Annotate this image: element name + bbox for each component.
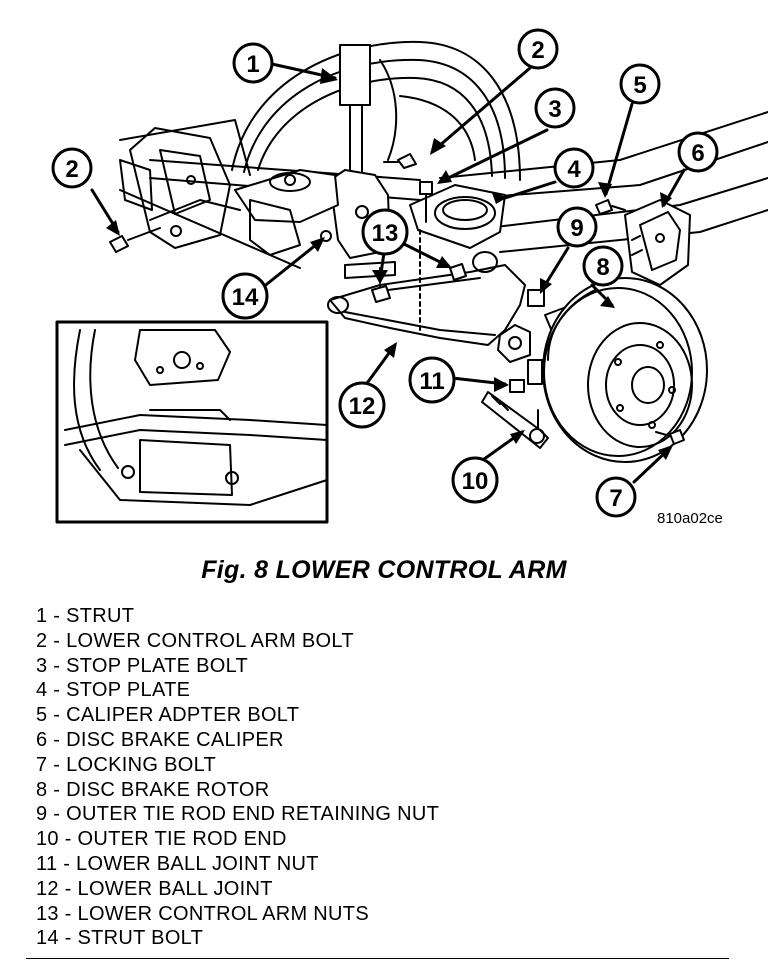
svg-text:2: 2 [531,37,544,64]
wheelhouse-arch [231,40,521,181]
legend-item: 6 - DISC BRAKE CALIPER [36,728,284,751]
svg-text:7: 7 [609,485,622,512]
brake-rotor [542,277,708,463]
svg-text:6: 6 [691,140,704,167]
callout-1: 1 [232,42,274,84]
legend-item: 2 - LOWER CONTROL ARM BOLT [36,629,354,652]
stop-plate [409,184,506,249]
legend-item: 13 - LOWER CONTROL ARM NUTS [36,902,369,925]
legend-item: 11 - LOWER BALL JOINT NUT [36,852,319,875]
svg-text:1: 1 [246,51,259,78]
legend-item: 14 - STRUT BOLT [36,927,204,950]
callout-3: 3 [534,87,576,129]
callout-8: 8 [582,245,624,287]
svg-text:13: 13 [372,220,399,247]
callout-2-left: 2 [51,147,93,189]
svg-text:3: 3 [548,96,561,123]
legend-item: 8 - DISC BRAKE ROTOR [36,778,270,801]
legend-item: 7 - LOCKING BOLT [36,753,217,776]
svg-text:8: 8 [596,254,609,281]
bottom-rule [26,958,729,959]
inset-detail [55,320,329,524]
callout-7: 7 [595,476,637,518]
legend-item: 1 - STRUT [36,605,135,627]
arrow-heads [106,68,673,460]
callout-13: 13 [361,208,409,256]
svg-text:9: 9 [570,215,583,242]
svg-text:10: 10 [462,468,489,495]
parts-legend: 1 - STRUT 2 - LOWER CONTROL ARM BOLT 3 -… [36,604,439,951]
legend-item: 3 - STOP PLATE BOLT [36,654,249,677]
figure-caption: Fig. 8 LOWER CONTROL ARM [201,556,567,584]
bolts [109,153,685,445]
strut-upper-mount [234,169,339,256]
legend-item: 10 - OUTER TIE ROD END [36,828,287,851]
callout-12: 12 [338,381,386,429]
suspension-illustration: 1 2 3 4 5 6 2 9 8 13 14 11 [51,28,768,527]
tie-rod-end [481,391,549,449]
callout-5: 5 [619,63,661,105]
legend-item: 12 - LOWER BALL JOINT [36,877,273,900]
figure-code: 810a02ce [657,510,723,527]
svg-text:12: 12 [349,393,376,420]
callout-10: 10 [451,456,499,504]
brake-caliper [624,199,691,286]
callout-14: 14 [221,272,269,320]
legend-item: 4 - STOP PLATE [36,679,191,702]
callout-9: 9 [556,206,598,248]
callout-6: 6 [677,131,719,173]
callout-11: 11 [408,356,456,404]
legend-item: 9 - OUTER TIE ROD END RETAINING NUT [36,803,440,826]
callout-2-top: 2 [517,28,559,70]
legend-item: 5 - CALIPER ADPTER BOLT [36,704,300,727]
callout-4: 4 [553,147,595,189]
svg-text:4: 4 [567,156,581,183]
ball-joint [497,289,545,393]
svg-text:5: 5 [633,72,646,99]
frame-bracket [119,127,231,249]
svg-text:14: 14 [232,284,259,311]
svg-text:11: 11 [419,368,444,395]
svg-text:2: 2 [65,156,78,183]
